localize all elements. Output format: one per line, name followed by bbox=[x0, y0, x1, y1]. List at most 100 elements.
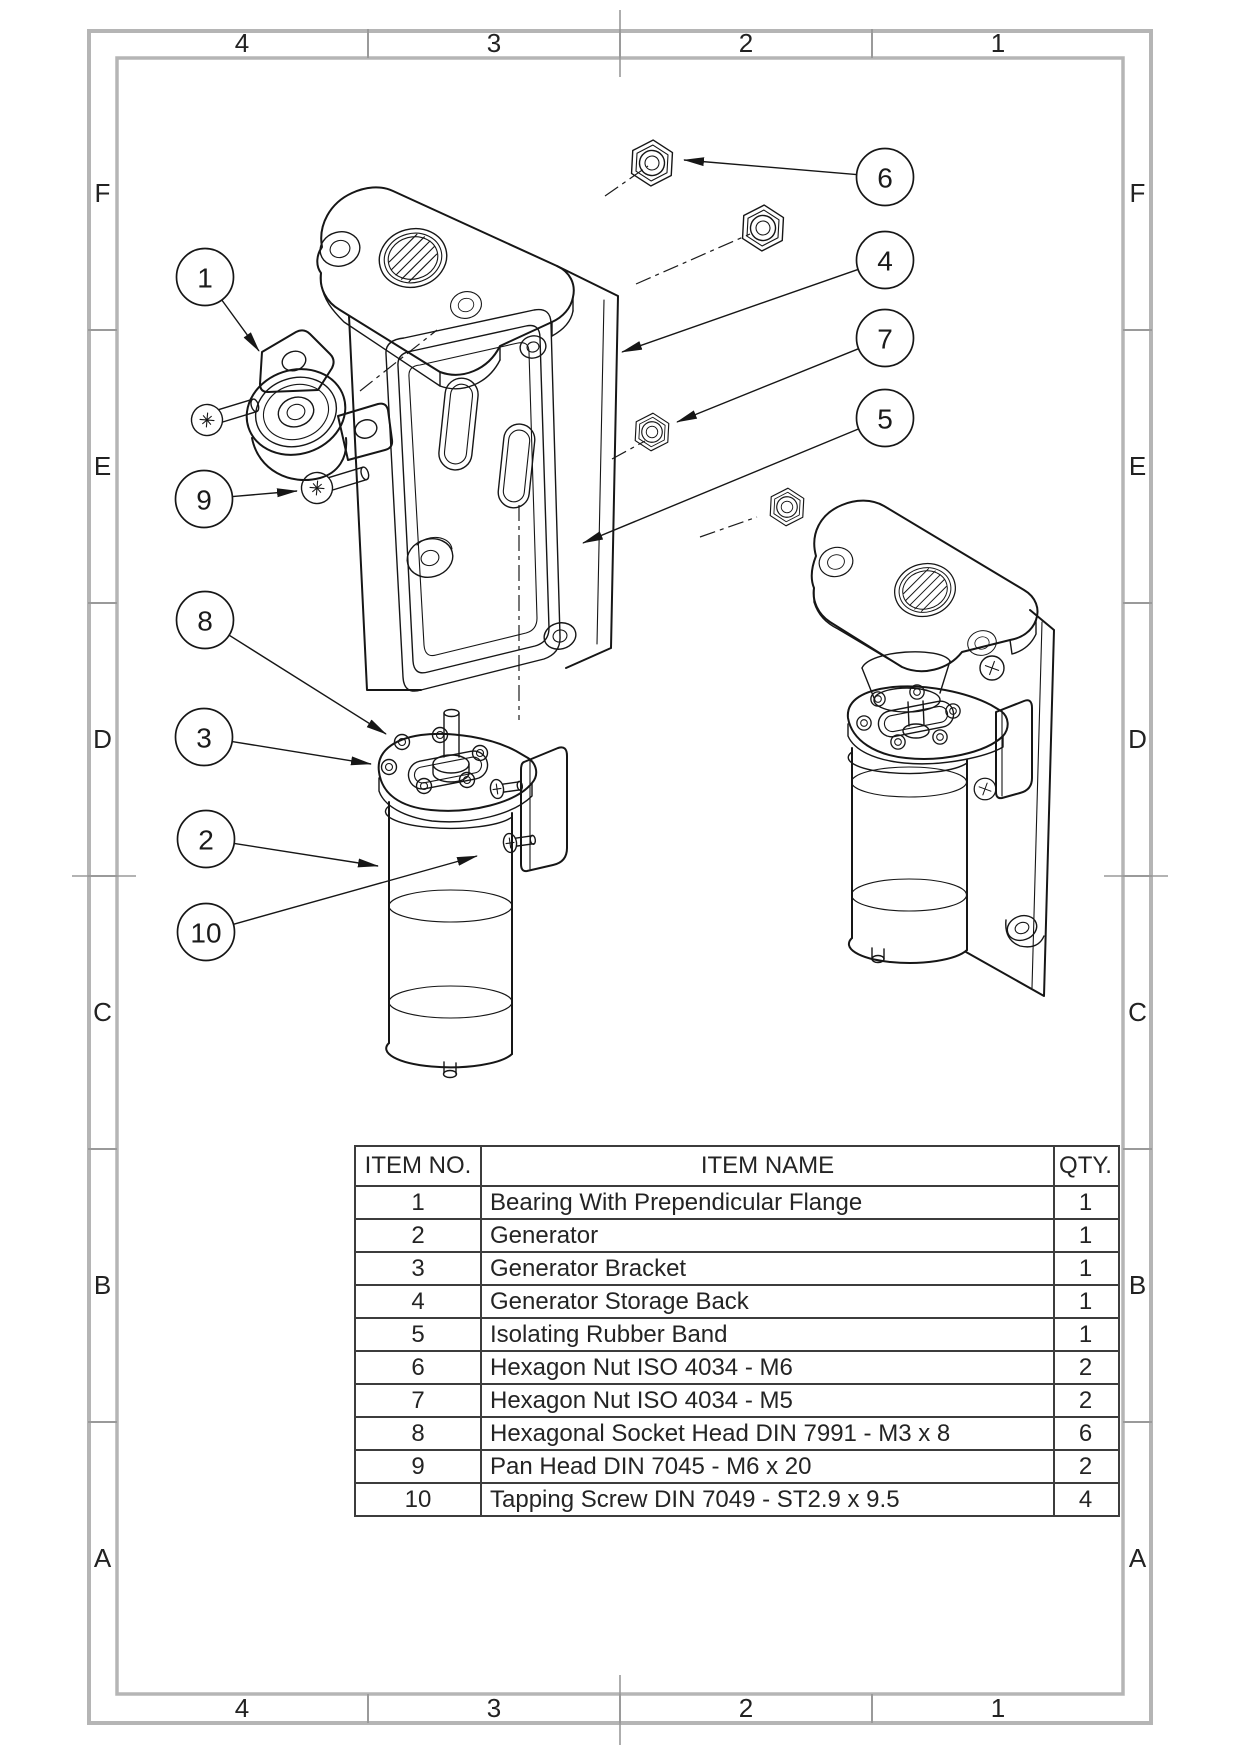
socket-head-screw bbox=[415, 777, 433, 795]
balloon-5 bbox=[855, 388, 915, 448]
knurled-hole bbox=[371, 220, 455, 296]
balloon-label: 8 bbox=[197, 606, 213, 637]
table-cell-item_no: 9 bbox=[356, 1451, 482, 1482]
bearing-flange-assembly bbox=[186, 329, 394, 509]
bom-header-item-no: ITEM NO. bbox=[356, 1147, 482, 1185]
generator-storage-back bbox=[315, 186, 619, 692]
zone-label: F bbox=[88, 58, 117, 331]
table-cell-item_no: 5 bbox=[356, 1319, 482, 1350]
balloon-label: 1 bbox=[197, 263, 213, 294]
generator-assembly-exploded bbox=[377, 708, 568, 1079]
zone-label: 4 bbox=[117, 1693, 369, 1723]
table-cell-item_no: 8 bbox=[356, 1418, 482, 1449]
zone-label: A bbox=[93, 1543, 112, 1573]
zone-label: B bbox=[1123, 1150, 1152, 1423]
table-cell-qty: 6 bbox=[1078, 1419, 1093, 1447]
balloon-label: 9 bbox=[196, 485, 212, 516]
balloon-9 bbox=[174, 469, 234, 529]
balloon-10 bbox=[176, 902, 236, 962]
table-cell-qty: 1 bbox=[1078, 1320, 1093, 1348]
zone-label: 2 bbox=[621, 1693, 873, 1723]
table-cell-item_name: Hexagon Nut ISO 4034 - M6 bbox=[482, 1352, 1055, 1383]
table-cell-item_no: 4 bbox=[356, 1286, 482, 1317]
table-cell-item_no: 2 bbox=[356, 1220, 482, 1251]
generator-body bbox=[847, 747, 968, 964]
table-cell-qty: 4 bbox=[1078, 1485, 1093, 1513]
zone-label: B bbox=[88, 1150, 117, 1423]
zone-label: A bbox=[1128, 1543, 1147, 1573]
balloon-2 bbox=[176, 809, 236, 869]
leader-line bbox=[221, 299, 260, 352]
table-cell-item_name: Generator bbox=[482, 1220, 1055, 1251]
tapping-screw bbox=[501, 829, 538, 855]
zone-label: 1 bbox=[990, 1693, 1006, 1723]
table-cell-item_name: Bearing With Prependicular Flange bbox=[482, 1187, 1055, 1218]
table-cell-item_no: 3 bbox=[356, 1253, 482, 1284]
standoff-boss bbox=[406, 536, 454, 578]
generator-body bbox=[384, 801, 513, 1079]
table-cell-qty: 2 bbox=[1078, 1386, 1093, 1414]
mounting-slot bbox=[438, 377, 536, 509]
table-cell-item_name: Hexagonal Socket Head DIN 7991 - M3 x 8 bbox=[482, 1418, 1055, 1449]
leader-line bbox=[232, 740, 372, 766]
hex-nut-m6 bbox=[627, 136, 677, 190]
zone-label: 4 bbox=[117, 28, 369, 58]
hex-nuts bbox=[627, 136, 808, 529]
isolating-rubber-band bbox=[385, 308, 561, 692]
table-cell-item_name: Generator Storage Back bbox=[482, 1286, 1055, 1317]
table-cell-item_name: Tapping Screw DIN 7049 - ST2.9 x 9.5 bbox=[482, 1484, 1055, 1515]
leader-line bbox=[228, 634, 387, 735]
zone-label: E bbox=[1123, 331, 1152, 604]
hex-nut-m6 bbox=[738, 201, 788, 255]
balloon-8 bbox=[175, 590, 235, 650]
zone-label: C bbox=[88, 877, 117, 1150]
bom-header-item-name: ITEM NAME bbox=[482, 1147, 1055, 1185]
hex-nut-m5 bbox=[631, 410, 673, 454]
table-cell-item_no: 10 bbox=[356, 1484, 482, 1515]
balloon-label: 6 bbox=[877, 163, 893, 194]
bom-header-row: ITEM NO. ITEM NAME QTY. bbox=[356, 1147, 1118, 1185]
leader-line bbox=[683, 157, 857, 176]
table-cell-qty: 2 bbox=[1078, 1353, 1093, 1381]
table-cell-qty: 1 bbox=[1078, 1287, 1093, 1315]
table-cell-qty: 2 bbox=[1078, 1452, 1093, 1480]
balloon-label: 10 bbox=[190, 918, 221, 949]
leader-lines bbox=[221, 157, 859, 925]
table-cell-qty: 1 bbox=[1078, 1254, 1093, 1282]
balloon-1 bbox=[175, 247, 235, 307]
zone-label: 3 bbox=[369, 1693, 621, 1723]
counterbore-hole bbox=[446, 287, 486, 323]
table-cell-item_name: Generator Bracket bbox=[482, 1253, 1055, 1284]
balloon-label: 7 bbox=[877, 324, 893, 355]
center-lines bbox=[359, 165, 758, 720]
socket-head-screw bbox=[431, 726, 449, 744]
table-cell-item_no: 7 bbox=[356, 1385, 482, 1416]
counterbore-hole bbox=[315, 226, 365, 272]
zone-label: D bbox=[1123, 604, 1152, 877]
generator-bracket bbox=[377, 732, 538, 812]
table-cell-item_no: 1 bbox=[356, 1187, 482, 1218]
socket-head-screw bbox=[890, 734, 906, 750]
zone-label: 2 bbox=[621, 28, 873, 58]
table-cell-item_name: Hexagon Nut ISO 4034 - M5 bbox=[482, 1385, 1055, 1416]
leader-line bbox=[621, 268, 859, 353]
leader-line bbox=[582, 428, 859, 544]
leader-line bbox=[676, 348, 859, 423]
balloon-7 bbox=[855, 308, 915, 368]
zone-label: F bbox=[1123, 58, 1152, 331]
